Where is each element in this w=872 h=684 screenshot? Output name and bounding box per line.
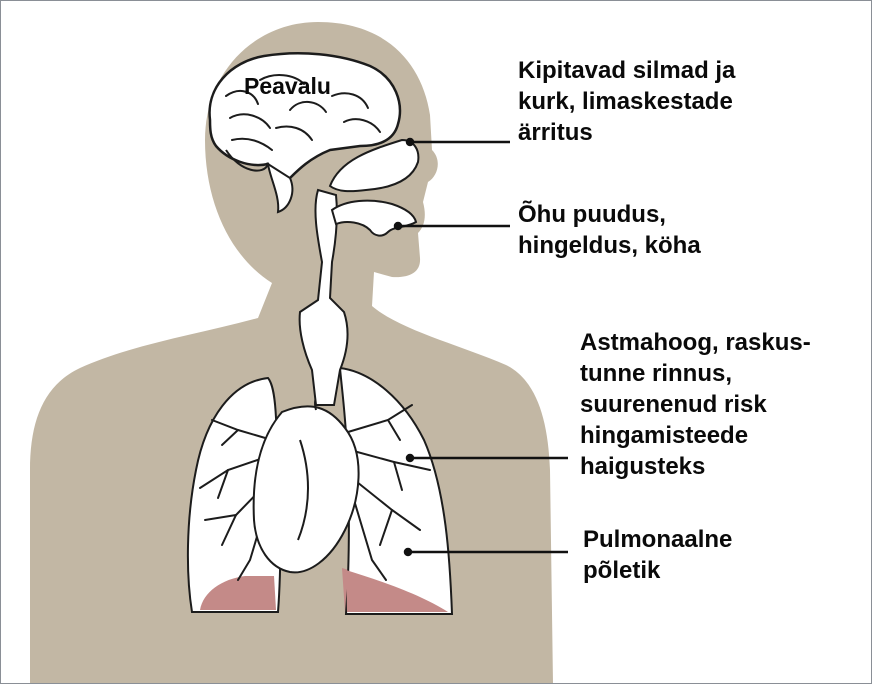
label-line: hingeldus, köha — [518, 230, 701, 261]
label-line: tunne rinnus, — [580, 358, 811, 389]
label-headache: Peavalu — [244, 71, 331, 102]
label-line: suurenenud risk — [580, 389, 811, 420]
label-line: Pulmonaalne — [583, 524, 732, 555]
label-line: hingamisteede — [580, 420, 811, 451]
label-pulmonary-inflammation: Pulmonaalne põletik — [583, 524, 732, 586]
label-line: kurk, limaskestade — [518, 86, 735, 117]
label-line: ärritus — [518, 117, 735, 148]
label-line: Astmahoog, raskus- — [580, 327, 811, 358]
label-line: haigusteks — [580, 451, 811, 482]
label-line: põletik — [583, 555, 732, 586]
label-line: Kipitavad silmad ja — [518, 55, 735, 86]
label-asthma: Astmahoog, raskus- tunne rinnus, suurene… — [580, 327, 811, 482]
label-line: Õhu puudus, — [518, 199, 701, 230]
label-shortness-of-breath: Õhu puudus, hingeldus, köha — [518, 199, 701, 261]
label-eye-throat-irritation: Kipitavad silmad ja kurk, limaskestade ä… — [518, 55, 735, 148]
